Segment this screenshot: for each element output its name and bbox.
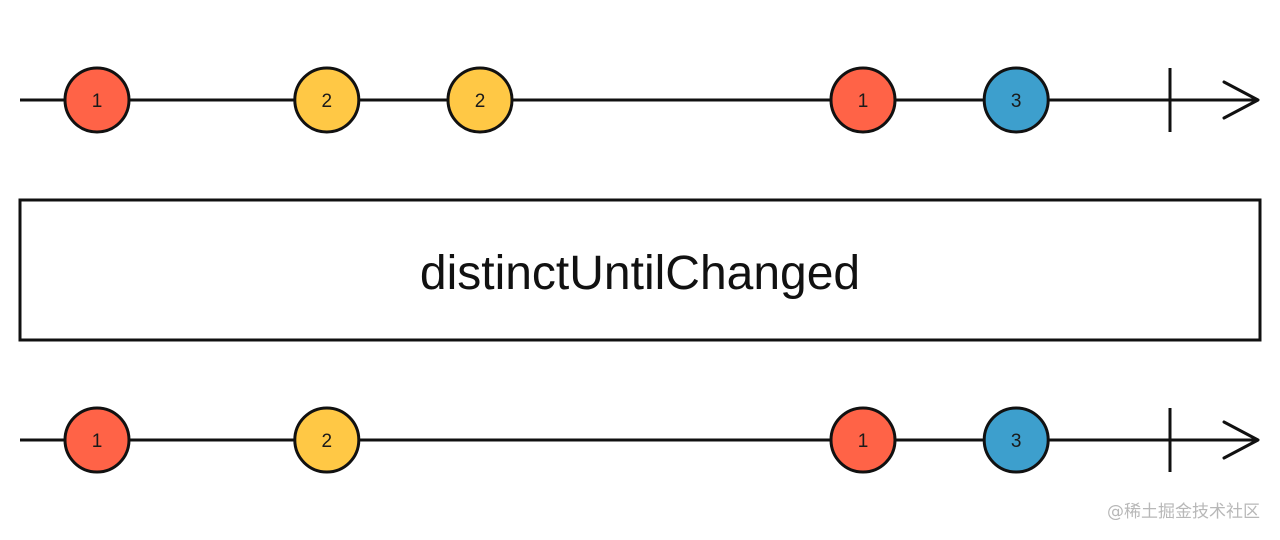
marble: 3: [982, 406, 1050, 474]
marble-circle: [293, 66, 361, 134]
marble: 1: [829, 406, 897, 474]
marble: 1: [829, 66, 897, 134]
marble-label: 3: [1011, 431, 1022, 452]
marble-label: 1: [858, 431, 869, 452]
marble-label: 1: [858, 91, 869, 112]
timeline-arrow-icon: [1222, 80, 1260, 120]
marble: 1: [63, 66, 131, 134]
marble-label: 2: [475, 91, 486, 112]
operator-label: distinctUntilChanged: [420, 247, 860, 300]
timeline-arrow-icon: [1222, 420, 1260, 460]
watermark: @稀土掘金技术社区: [1107, 502, 1260, 522]
marble-circle: [63, 406, 131, 474]
marble: 2: [293, 66, 361, 134]
operator-box: distinctUntilChanged: [18, 198, 1262, 342]
input-timeline: 1 2 2 1 3: [20, 66, 1260, 134]
marble-circle: [982, 66, 1050, 134]
marble-label: 2: [322, 91, 333, 112]
marble: 1: [63, 406, 131, 474]
marble-circle: [446, 66, 514, 134]
marble-label: 1: [92, 431, 103, 452]
output-timeline: 1 2 1 3: [20, 406, 1260, 474]
marble-circle: [829, 406, 897, 474]
marble-label: 2: [322, 431, 333, 452]
marble-circle: [982, 406, 1050, 474]
marble-label: 3: [1011, 91, 1022, 112]
marble-circle: [829, 66, 897, 134]
marble: 2: [446, 66, 514, 134]
marble-circle: [293, 406, 361, 474]
marble-label: 1: [92, 91, 103, 112]
marble: 2: [293, 406, 361, 474]
marble-circle: [63, 66, 131, 134]
marble: 3: [982, 66, 1050, 134]
